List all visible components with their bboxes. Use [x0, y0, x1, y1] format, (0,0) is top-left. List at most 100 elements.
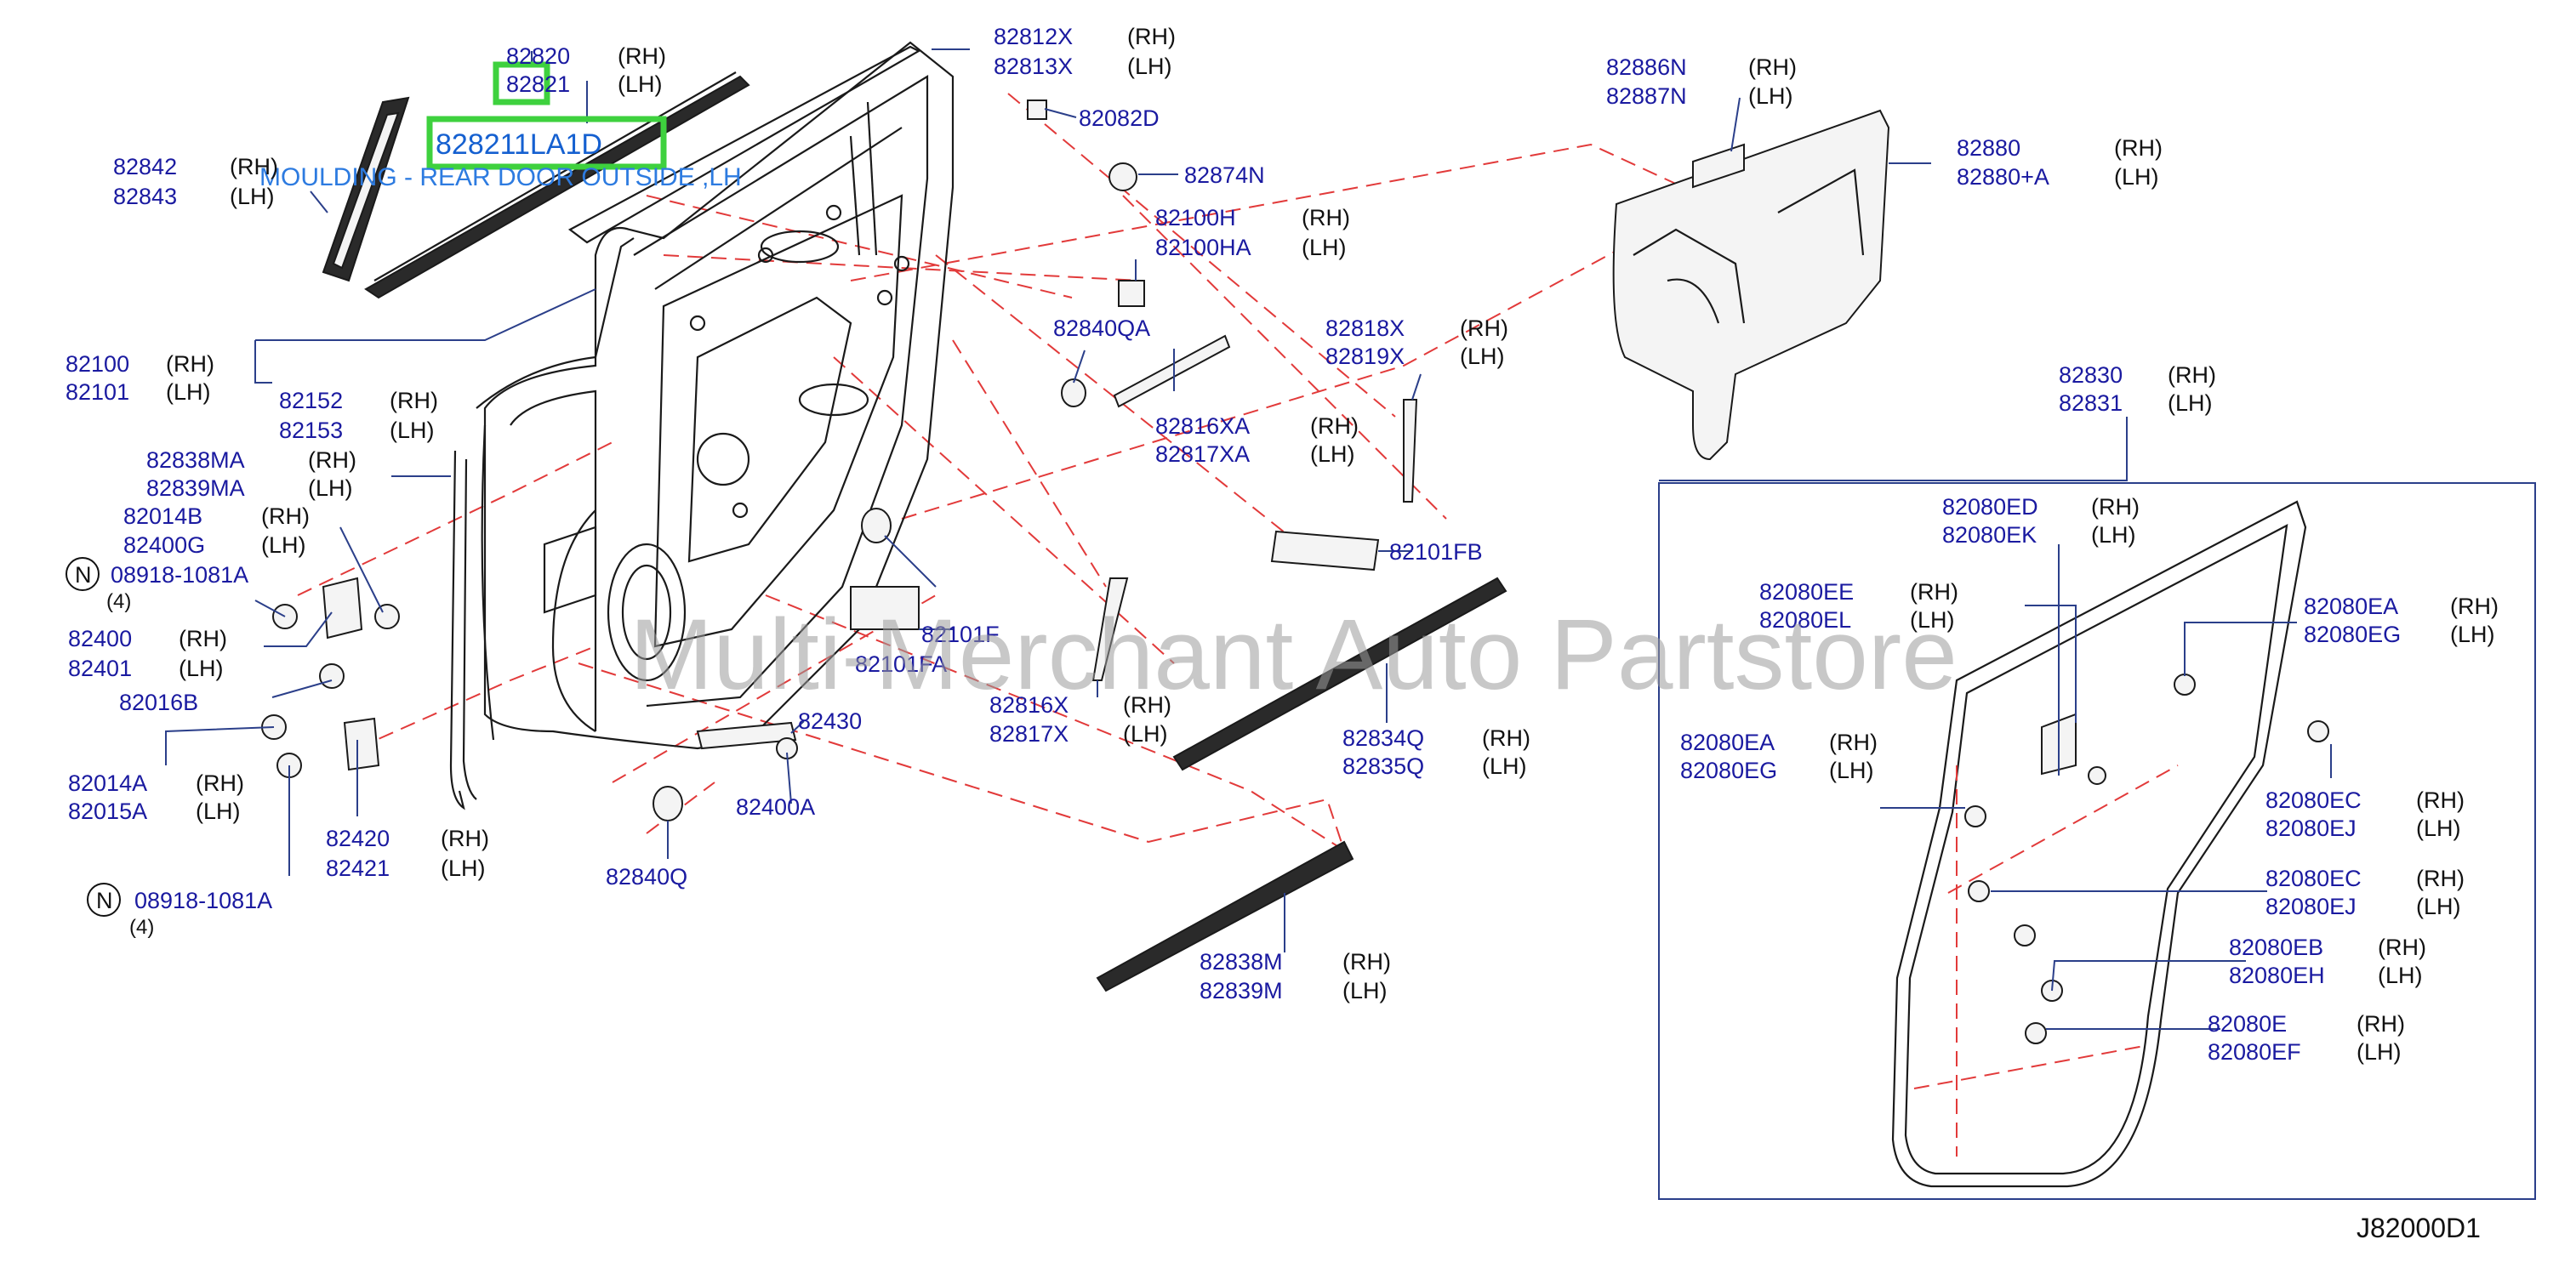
side-label: (RH) [618, 43, 666, 69]
dashed-guides [297, 93, 1719, 851]
part-number: 82153 [279, 418, 343, 443]
side-label: (LH) [390, 418, 435, 443]
side-label: (RH) [441, 826, 489, 851]
part-number: 82816XA [1155, 413, 1250, 439]
part-number: 82082D [1079, 105, 1160, 131]
part-number: 82842 [113, 154, 177, 179]
part-number: 82080EJ [2265, 816, 2357, 841]
side-label: (RH) [179, 626, 227, 651]
side-label: (RH) [1123, 692, 1171, 718]
watermark: Multi-Merchant Auto Partstore [630, 599, 1958, 711]
side-label: (RH) [1310, 413, 1359, 439]
side-label: (LH) [261, 532, 306, 558]
part-number: 82839MA [146, 475, 245, 501]
part-number: 82821 [506, 71, 570, 97]
highlight-part-number: 828211LA1D [436, 128, 602, 161]
inset-box [1658, 482, 2536, 1200]
weatherstrip-82152-inner [481, 424, 495, 741]
highlight-description: MOULDING - REAR DOOR OUTSIDE ,LH [259, 163, 742, 191]
hinge-82420 [261, 663, 380, 778]
part-number: 82014A [68, 770, 147, 796]
side-label: (RH) [308, 447, 356, 473]
part-number: 82874N [1184, 162, 1265, 188]
part-number: 82838MA [146, 447, 245, 473]
side-label: (RH) [166, 351, 214, 377]
part-number: 82080E [2208, 1011, 2287, 1037]
door-weatherstrip-82830 [1891, 500, 2329, 1188]
n-circle-icon [66, 557, 100, 591]
part-number: 82400G [123, 532, 205, 558]
part-number: 82820 [506, 43, 570, 69]
quantity-label: (4) [129, 916, 154, 939]
part-number: 82080EC [2265, 787, 2362, 813]
side-label: (RH) [1302, 205, 1350, 230]
side-label: (LH) [618, 71, 663, 97]
part-number: 82819X [1325, 344, 1405, 369]
part-number: 82813X [994, 54, 1073, 79]
side-label: (RH) [1829, 730, 1878, 755]
side-label: (LH) [1123, 721, 1168, 747]
diagram-code: J82000D1 [2357, 1213, 2481, 1243]
circle-letter: N [96, 888, 113, 913]
part-number: 82812X [994, 24, 1073, 49]
door-shell-82100 [483, 41, 955, 750]
side-label: (RH) [1127, 24, 1176, 49]
side-label: (LH) [1127, 54, 1172, 79]
part-number: 82080EH [2229, 963, 2325, 988]
side-label: (RH) [2378, 935, 2426, 960]
part-number: 82835Q [1342, 753, 1424, 779]
seal-82838ma [449, 450, 465, 810]
part-number: 82080EJ [2265, 894, 2357, 919]
side-label: (RH) [1748, 54, 1797, 80]
side-label: (LH) [2416, 816, 2461, 841]
part-number: 82101 [66, 379, 129, 405]
part-number: 82100H [1155, 205, 1236, 230]
part-number: 82880 [1957, 135, 2020, 161]
moulding-82842-inner [332, 111, 400, 270]
side-label: (LH) [2450, 622, 2495, 647]
side-label: (RH) [2450, 594, 2499, 619]
part-number: 82400A [736, 794, 815, 820]
moulding-82821-edge [373, 71, 737, 281]
part-number: 82080EK [1942, 522, 2037, 548]
part-number: 82080EC [2265, 866, 2362, 891]
side-label: (LH) [1829, 758, 1874, 783]
side-label: (LH) [1460, 344, 1505, 369]
side-label: (LH) [2168, 390, 2213, 416]
side-label: (RH) [2114, 135, 2163, 161]
part-number: 82080EL [1759, 607, 1851, 633]
part-number: 82080EB [2229, 935, 2323, 960]
n-circle-icon [87, 883, 121, 917]
side-label: (LH) [1910, 607, 1955, 633]
part-number: 82015A [68, 799, 147, 824]
part-number: 82400 [68, 626, 132, 651]
side-label: (LH) [179, 656, 224, 681]
side-label: (LH) [2378, 963, 2423, 988]
side-label: (RH) [2168, 362, 2216, 388]
part-number: 82080EG [2304, 622, 2401, 647]
part-number: 82016B [119, 690, 198, 715]
side-label: (LH) [166, 379, 211, 405]
moulding-82821 [364, 75, 750, 299]
part-number: 82080EG [1680, 758, 1777, 783]
weatherstrip-82152 [476, 237, 635, 409]
side-label: (RH) [1342, 949, 1391, 975]
side-label: (LH) [1310, 441, 1355, 467]
part-number: 82839M [1200, 978, 1283, 1003]
part-number: 82834Q [1342, 725, 1424, 751]
side-label: (RH) [2357, 1011, 2405, 1037]
side-label: (LH) [196, 799, 241, 824]
side-label: (RH) [230, 154, 278, 179]
part-number: 82818X [1325, 316, 1405, 341]
part-number: 82887N [1606, 83, 1687, 109]
part-number: 82420 [326, 826, 390, 851]
side-label: (RH) [1482, 725, 1530, 751]
part-number: 82880+A [1957, 164, 2049, 190]
side-label: (LH) [2416, 894, 2461, 919]
part-number: 82430 [798, 708, 862, 734]
side-label: (RH) [2091, 494, 2140, 520]
part-labels: 82820 (RH) 82821 (LH) 82842 (RH) 82843 (… [66, 24, 2499, 1065]
side-label: (LH) [2357, 1039, 2402, 1065]
side-label: (LH) [441, 856, 486, 881]
part-number: 82886N [1606, 54, 1687, 80]
